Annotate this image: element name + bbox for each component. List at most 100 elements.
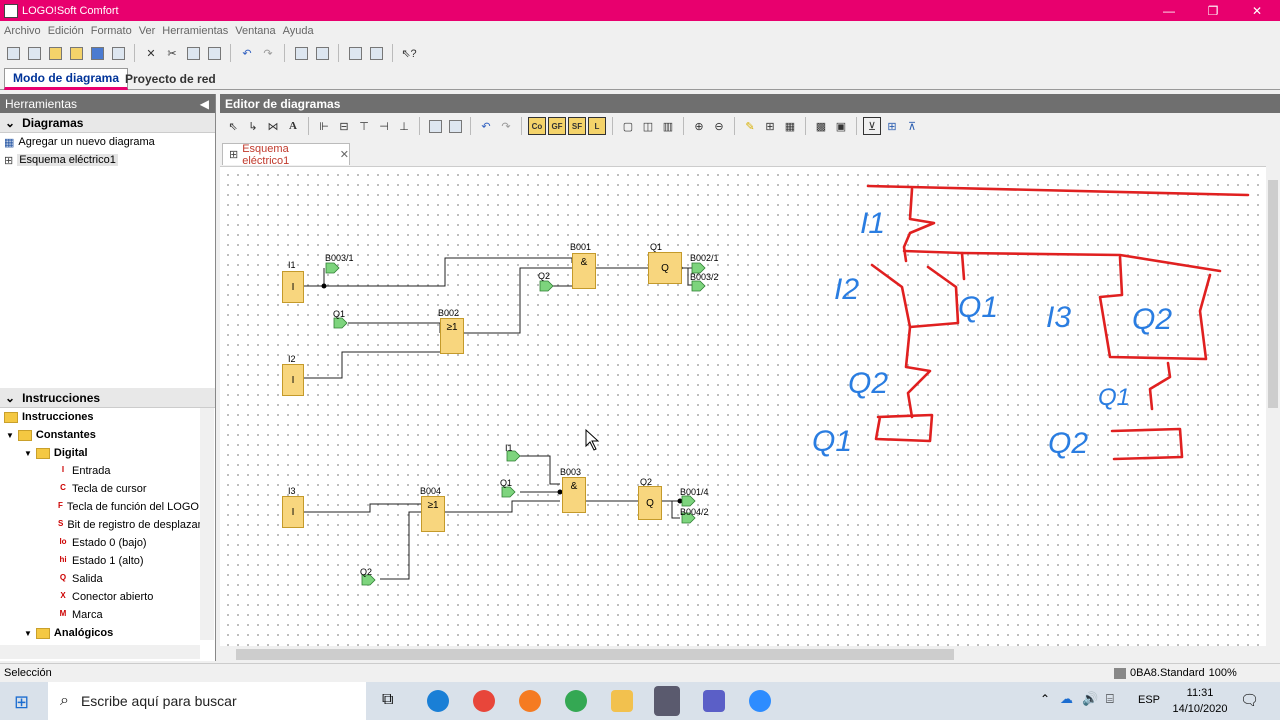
menu-herramientas[interactable]: Herramientas	[162, 24, 229, 37]
connect-icon[interactable]: ↳	[248, 120, 258, 133]
chrome-icon[interactable]	[473, 690, 495, 712]
connector-q2-b[interactable]	[361, 574, 376, 586]
transfer-logo-pc-icon[interactable]	[313, 44, 331, 62]
print-icon[interactable]	[109, 44, 127, 62]
zoom-app-icon[interactable]	[749, 690, 771, 712]
language-indicator[interactable]: ESP	[1138, 694, 1161, 706]
co-block-icon[interactable]: Co	[528, 117, 546, 135]
help-pointer-icon[interactable]: ⇖?	[401, 47, 417, 60]
connector-b003-1[interactable]	[325, 262, 340, 274]
ungroup-icon[interactable]	[446, 117, 464, 135]
clock[interactable]: 11:31 14/10/2020	[1172, 685, 1228, 717]
notifications-icon[interactable]: 🗨	[1240, 692, 1260, 709]
connector-q2-a[interactable]	[539, 280, 554, 292]
download-icon[interactable]	[25, 44, 43, 62]
input-block-i2[interactable]: I	[282, 364, 304, 396]
restore-button[interactable]: ❐	[1207, 3, 1219, 18]
menu-ayuda[interactable]: Ayuda	[282, 24, 314, 37]
menu-ver[interactable]: Ver	[138, 24, 156, 37]
tab-proyecto-de-red[interactable]: Proyecto de red	[125, 72, 216, 86]
redo-icon[interactable]: ↷	[263, 47, 273, 60]
simulation-icon[interactable]: ▩	[815, 120, 827, 133]
and-block-b001[interactable]: &	[572, 253, 596, 289]
minimize-button[interactable]: —	[1163, 3, 1175, 18]
connector-b003-2[interactable]	[691, 280, 706, 292]
instructions-scrollbar[interactable]	[200, 408, 214, 640]
firefox-icon[interactable]	[519, 690, 541, 712]
simulate-icon[interactable]	[346, 44, 364, 62]
taskbar-search[interactable]: ⌕ Escribe aquí para buscar	[48, 682, 366, 720]
tree-analog[interactable]: ▼ Analógicos	[0, 624, 200, 642]
grid-icon[interactable]: ⊞	[765, 120, 775, 133]
connector-b001-4[interactable]	[681, 495, 696, 507]
tree-digital[interactable]: ▼ Digital	[0, 444, 200, 462]
new-folder-icon[interactable]	[46, 44, 64, 62]
left-hscrollbar[interactable]	[0, 645, 200, 659]
copy-icon[interactable]	[184, 44, 202, 62]
hscroll-thumb[interactable]	[236, 649, 954, 660]
single-view-icon[interactable]: ▢	[622, 120, 634, 133]
highlight-icon[interactable]: ✎	[745, 120, 755, 133]
or-block-b002[interactable]: ≥1	[440, 318, 464, 354]
align-left-icon[interactable]: ⊩	[319, 120, 329, 133]
close-tab-icon[interactable]: ✕	[339, 149, 349, 161]
tab-modo-de-diagrama[interactable]: Modo de diagrama	[4, 68, 129, 90]
chrome-alt-icon[interactable]	[565, 690, 587, 712]
l-block-icon[interactable]: L	[588, 117, 606, 135]
align-top-icon[interactable]: ⊤	[359, 120, 369, 133]
online-test-icon[interactable]	[367, 44, 385, 62]
instructions-section-header[interactable]: ⌄ Instrucciones	[0, 388, 215, 408]
delete-icon[interactable]: ✕	[146, 47, 156, 60]
save-icon[interactable]	[88, 44, 106, 62]
undo-icon[interactable]: ↶	[242, 47, 252, 60]
teams-icon[interactable]	[703, 690, 725, 712]
online-icon[interactable]: ▣	[835, 120, 847, 133]
diagrams-section-header[interactable]: ⌄ Diagramas	[0, 113, 215, 133]
sf-block-icon[interactable]: SF	[568, 117, 586, 135]
network-icon[interactable]: ⌸	[1106, 691, 1114, 706]
undo-icon[interactable]: ↶	[481, 120, 491, 133]
text-tool-icon[interactable]: A	[289, 120, 297, 132]
paste-icon[interactable]	[205, 44, 223, 62]
layout-icon[interactable]: ▦	[784, 120, 796, 133]
connector-i1-b[interactable]	[506, 450, 521, 462]
or-block-b004[interactable]: ≥1	[421, 496, 445, 532]
diagram-canvas[interactable]: I1 I2 Q1 I3 Q2 Q2 Q1 Q1 Q2 I1 B003/1 Q1 …	[220, 166, 1266, 646]
constants-connectors-icon[interactable]: ⋈	[267, 120, 279, 133]
transfer-pc-logo-icon[interactable]	[292, 44, 310, 62]
file-explorer-icon[interactable]	[611, 690, 633, 712]
connector-b004-2[interactable]	[681, 512, 696, 524]
menu-edicion[interactable]: Edición	[47, 24, 84, 37]
task-view-icon[interactable]: ⧉	[382, 691, 394, 708]
align-bottom-icon[interactable]: ⊥	[399, 120, 409, 133]
and-block-b003[interactable]: &	[562, 477, 586, 513]
align-middle-icon[interactable]: ⊣	[379, 120, 389, 133]
tree-root[interactable]: Instrucciones	[0, 408, 200, 426]
canvas-vscrollbar[interactable]	[1266, 166, 1280, 646]
windows-start-icon[interactable]: ⊞	[14, 692, 30, 712]
connector-b002-1[interactable]	[691, 262, 706, 274]
menu-formato[interactable]: Formato	[90, 24, 132, 37]
logo-soft-comfort-icon[interactable]	[654, 686, 680, 716]
split-view-icon[interactable]: ◫	[642, 120, 654, 133]
output-block-q2[interactable]: Q	[638, 486, 662, 520]
gf-block-icon[interactable]: GF	[548, 117, 566, 135]
group-icon[interactable]	[426, 117, 444, 135]
page-icon[interactable]: ⊻	[863, 117, 881, 135]
close-button[interactable]: ✕	[1251, 3, 1263, 18]
zoom-out-icon[interactable]: ⊖	[714, 120, 724, 133]
cut-icon[interactable]: ✂	[167, 47, 177, 60]
diagram-item[interactable]: ⊞ Esquema eléctrico1	[0, 151, 215, 169]
collapse-panel-icon[interactable]: ◀	[199, 96, 209, 111]
volume-icon[interactable]: 🔊	[1082, 691, 1099, 706]
show-hidden-icons-icon[interactable]: ⌃	[1040, 692, 1051, 706]
vscroll-thumb[interactable]	[1268, 180, 1278, 408]
